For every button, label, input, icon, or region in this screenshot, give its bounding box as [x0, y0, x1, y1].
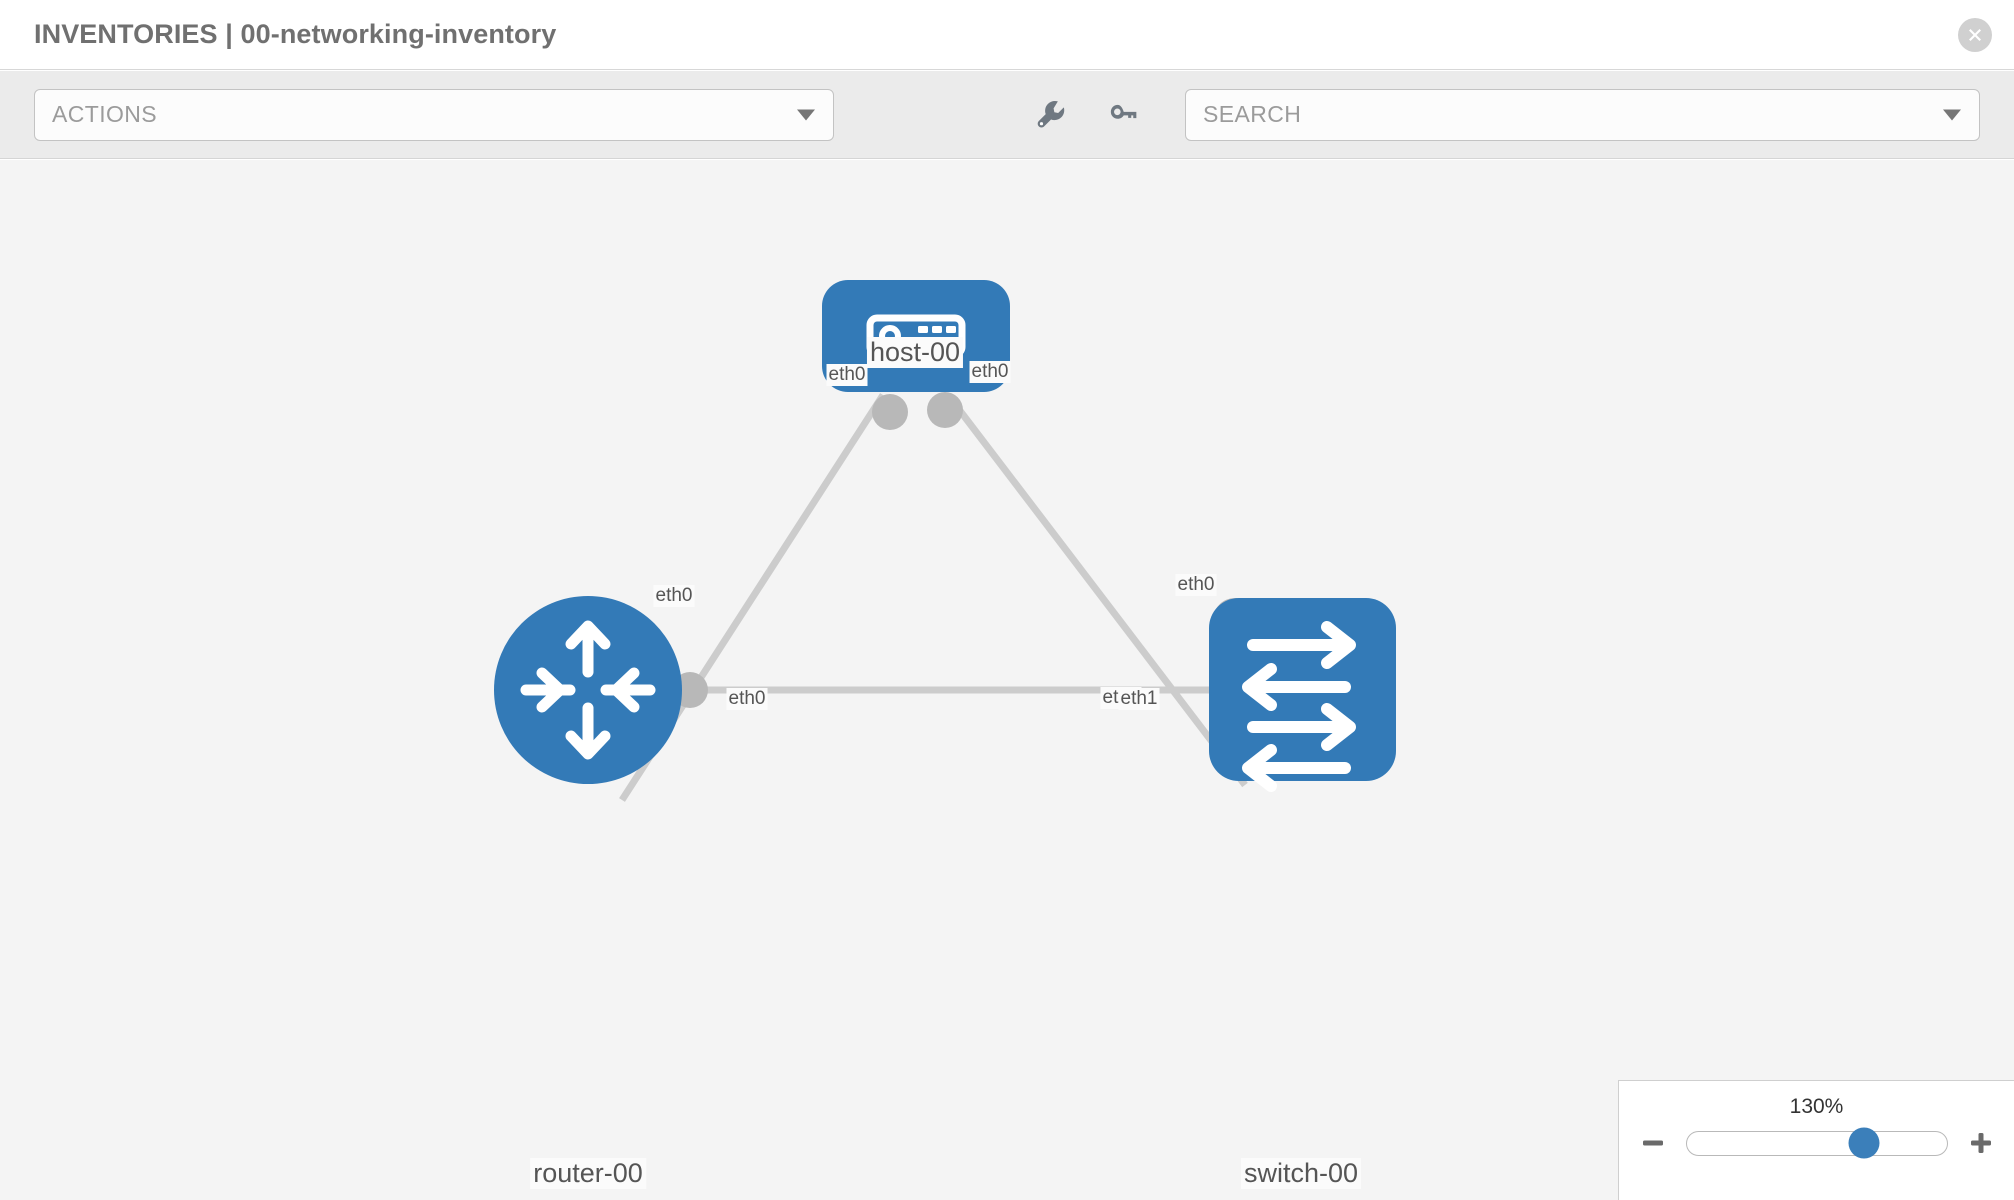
node-label-switch-00: switch-00	[1240, 1158, 1362, 1189]
node-label-router-00: router-00	[530, 1158, 646, 1189]
iface-label-switch00-uplink: eth0	[1175, 574, 1217, 596]
iface-label-switch00-eth1: eth1	[1118, 688, 1160, 710]
close-x-glyph	[1969, 28, 1981, 41]
wrench-icon[interactable]	[1035, 98, 1069, 132]
actions-dropdown[interactable]: ACTIONS	[34, 88, 834, 141]
zoom-in-icon[interactable]	[1968, 1130, 1994, 1156]
zoom-slider-row	[1619, 1127, 2014, 1159]
connector-host00-right	[927, 392, 963, 428]
actions-dropdown-label: ACTIONS	[52, 101, 158, 127]
toolbar-icon-group	[1035, 98, 1139, 132]
toolbar: ACTIONS SEARCH	[0, 71, 2014, 159]
iface-label-host00-right: eth0	[969, 361, 1011, 383]
iface-label-host00-left: eth0	[826, 364, 868, 386]
search-input[interactable]: SEARCH	[1185, 88, 1980, 141]
zoom-slider-thumb[interactable]	[1848, 1127, 1879, 1159]
chevron-down-icon	[797, 109, 815, 120]
minus-glyph	[1642, 1140, 1663, 1146]
close-icon[interactable]	[1958, 17, 1992, 52]
topology-canvas[interactable]: host-00 router-00 switch-00 eth0 eth0 et…	[0, 160, 2014, 1200]
zoom-slider[interactable]	[1685, 1127, 1948, 1159]
connector-host00-left	[872, 394, 908, 430]
connector-endpoints	[672, 392, 1257, 708]
page-title: INVENTORIES | 00-networking-inventory	[34, 19, 557, 49]
topology-graph	[494, 280, 1396, 802]
page-header: INVENTORIES | 00-networking-inventory	[0, 0, 2014, 70]
link-host00-switch00	[945, 392, 1248, 788]
node-router-00[interactable]	[494, 596, 682, 784]
plus-glyph	[1970, 1133, 1991, 1153]
zoom-level-value: 130%	[1789, 1095, 1844, 1118]
key-icon[interactable]	[1105, 98, 1139, 132]
iface-label-router00-eth0: eth0	[726, 688, 768, 710]
node-switch-00[interactable]	[1209, 598, 1396, 792]
search-chevron-down-icon	[1943, 109, 1961, 120]
zoom-out-icon[interactable]	[1640, 1130, 1666, 1156]
search-placeholder: SEARCH	[1203, 101, 1302, 127]
node-label-host-00: host-00	[866, 337, 964, 368]
zoom-control-panel: 130%	[1618, 1080, 2014, 1200]
iface-label-router00-uplink: eth0	[653, 585, 695, 607]
